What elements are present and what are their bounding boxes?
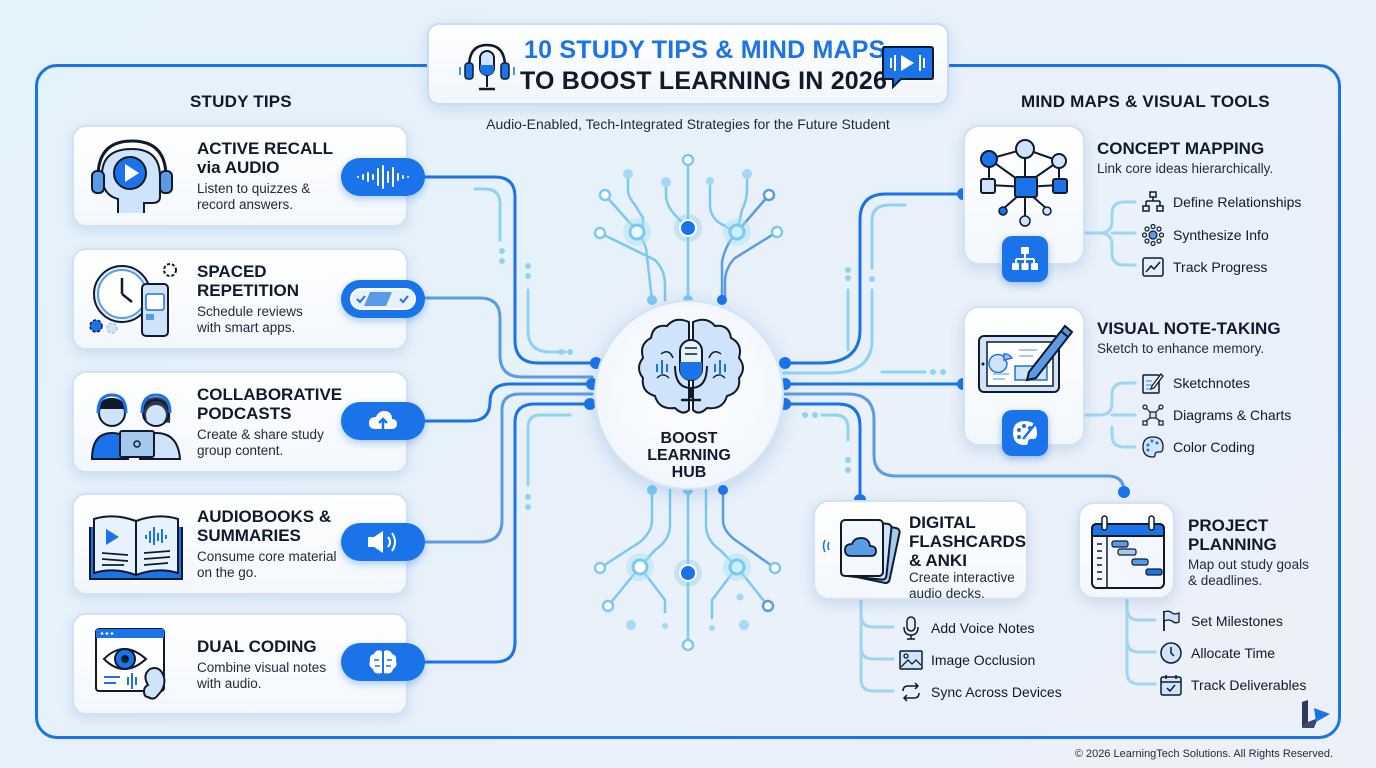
progress-toggle-icon <box>350 288 416 310</box>
clock-icon <box>1159 641 1183 665</box>
brain-icon <box>369 650 397 674</box>
concept-mapping-desc: Link core ideas hierarchically. <box>1097 161 1274 176</box>
visual-note-taking-title: VISUAL NOTE-TAKING <box>1097 319 1281 338</box>
sub-item-diagrams-charts[interactable]: Diagrams & Charts <box>1141 403 1291 427</box>
trend-chart-icon <box>1141 255 1165 279</box>
sub-item-allocate-time[interactable]: Allocate Time <box>1159 641 1275 665</box>
company-logo-icon <box>1302 700 1330 728</box>
palette-badge[interactable] <box>1002 410 1048 456</box>
diagram-nodes-icon <box>1141 403 1165 427</box>
audio-play-chat-icon <box>882 46 934 90</box>
sub-item-sketchnotes[interactable]: Sketchnotes <box>1141 371 1250 395</box>
tip-desc: Listen to quizzes &record answers. <box>197 181 311 212</box>
calendar-check-icon <box>1159 673 1183 697</box>
project-planning-desc: Map out study goals& deadlines. <box>1188 557 1309 588</box>
study-tips-heading: STUDY TIPS <box>190 92 292 111</box>
flashcards-cloud-icon <box>822 519 901 585</box>
sub-item-image-occlusion[interactable]: Image Occlusion <box>899 648 1035 672</box>
title-line-1: 10 STUDY TIPS & MIND MAPS <box>524 36 886 64</box>
org-chart-icon <box>1012 247 1038 270</box>
progress-toggle-pill[interactable] <box>341 280 425 318</box>
subtitle: Audio-Enabled, Tech-Integrated Strategie… <box>486 116 890 132</box>
visual-note-taking-desc: Sketch to enhance memory. <box>1097 341 1265 356</box>
palette-icon <box>1141 435 1165 459</box>
sub-item-synthesize-info[interactable]: Synthesize Info <box>1141 223 1269 247</box>
notepad-pencil-icon <box>1141 371 1165 395</box>
eye-ear-window-icon <box>95 628 166 700</box>
sub-item-add-voice-notes[interactable]: Add Voice Notes <box>899 616 1035 640</box>
speaker-pill[interactable] <box>341 523 425 561</box>
title-banner: 10 STUDY TIPS & MIND MAPS TO BOOST LEARN… <box>427 23 949 105</box>
speaker-icon <box>368 531 396 553</box>
project-planning-card[interactable] <box>1078 502 1175 599</box>
brain-microphone-icon <box>638 318 744 414</box>
sub-item-set-milestones[interactable]: Set Milestones <box>1159 609 1283 633</box>
cloud-upload-pill[interactable] <box>341 402 425 440</box>
title-line-2: TO BOOST LEARNING IN 2026 <box>520 67 888 95</box>
tablet-pencil-icon <box>978 324 1074 393</box>
sub-item-define-relationships[interactable]: Define Relationships <box>1141 190 1301 214</box>
head-headphones-play-icon <box>91 139 173 213</box>
brain-pill[interactable] <box>341 643 425 681</box>
two-people-headsets-laptop-icon <box>90 393 182 460</box>
sub-item-sync-devices[interactable]: Sync Across Devices <box>899 680 1062 704</box>
hierarchy-icon <box>1141 190 1165 214</box>
sub-item-track-deliverables[interactable]: Track Deliverables <box>1159 673 1306 697</box>
hierarchy-badge[interactable] <box>1002 236 1048 282</box>
clock-phone-calendar-icon <box>89 263 177 337</box>
tip-title: AUDIOBOOKS &SUMMARIES <box>197 507 332 545</box>
headphones-microphone-icon <box>459 43 515 91</box>
sound-wave-pill[interactable] <box>341 158 425 196</box>
concept-map-diagram-icon <box>980 139 1068 227</box>
tip-title: DUAL CODING <box>197 636 317 656</box>
sound-wave-icon <box>357 165 409 189</box>
sync-arrows-icon <box>899 680 923 704</box>
mind-maps-heading: MIND MAPS & VISUAL TOOLS <box>1021 92 1270 111</box>
cloud-upload-icon <box>369 411 397 429</box>
concept-mapping-title: CONCEPT MAPPING <box>1097 139 1265 158</box>
microphone-icon <box>899 616 923 640</box>
gantt-calendar-icon <box>1091 515 1165 589</box>
open-book-audio-icon <box>89 515 183 580</box>
flag-icon <box>1159 609 1183 633</box>
copyright-footer: © 2026 LearningTech Solutions. All Right… <box>1074 748 1333 760</box>
sub-item-track-progress[interactable]: Track Progress <box>1141 255 1267 279</box>
image-icon <box>899 648 923 672</box>
palette-brush-icon <box>1013 421 1037 445</box>
sub-item-color-coding[interactable]: Color Coding <box>1141 435 1255 459</box>
network-cluster-icon <box>1141 223 1165 247</box>
